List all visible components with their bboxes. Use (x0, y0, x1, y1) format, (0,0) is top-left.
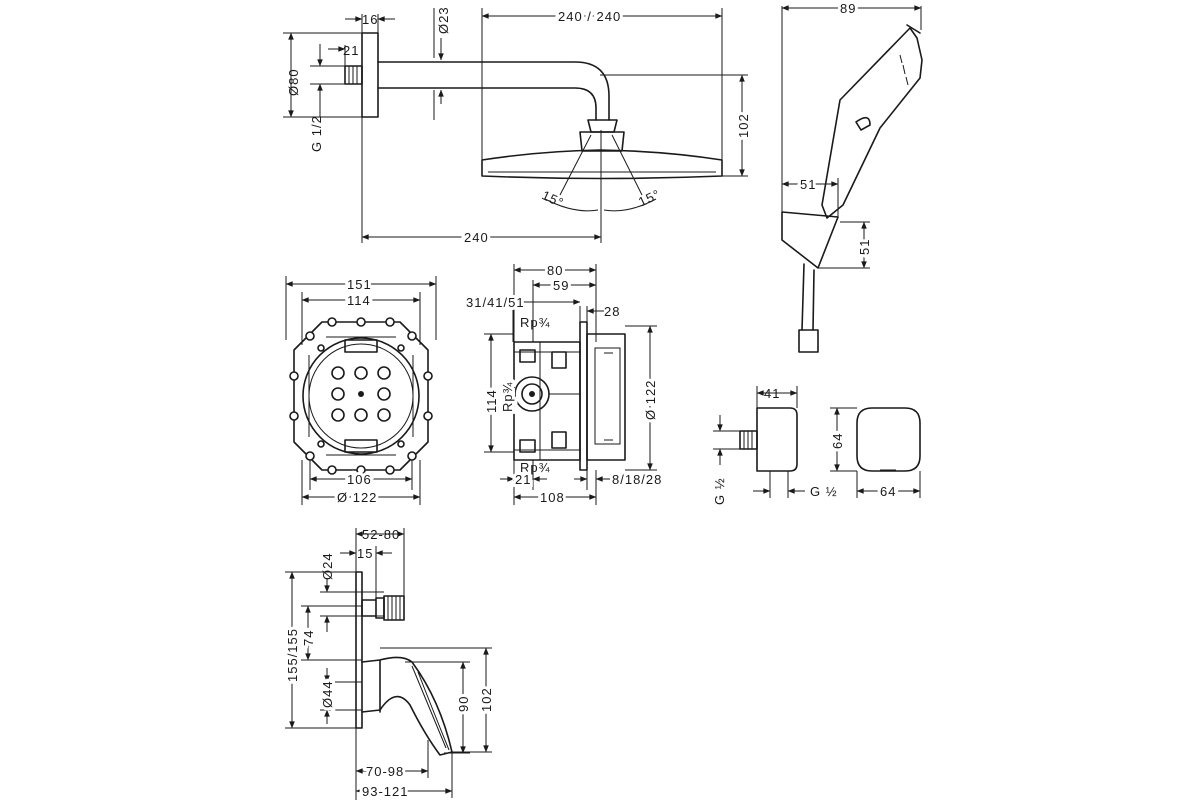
shower-hose (801, 263, 815, 331)
dim-box-side-offset: 21 (515, 472, 531, 487)
dim-outlet-depth: 41 (764, 386, 780, 401)
dim-outlet-thread-right: G ½ (810, 484, 838, 499)
dim-mixer-stem-dia: Ø24 (320, 552, 335, 580)
dim-box-inner: 114 (347, 293, 371, 308)
dim-head-width: 240 / 240 (558, 9, 621, 24)
mixer-stem (361, 597, 385, 619)
dim-arm-thread: G 1/2 (309, 115, 324, 152)
port-bottom: Rp¾ (520, 460, 550, 475)
outlet-side (756, 407, 798, 472)
dim-mixer-total-height: 102 (479, 687, 494, 712)
overhead-shower-view: 16 21 Ø80 G 1/2 Ø23 240 / 240 102 15° 15… (283, 6, 754, 248)
dim-holder-height: 51 (857, 239, 872, 255)
dim-hand-length: 89 (840, 1, 856, 16)
dim-mixer-handle-offset: 74 (301, 630, 316, 646)
dim-outlet-height: 64 (830, 433, 845, 449)
dim-box-outer: 151 (347, 277, 372, 292)
shower-arm (377, 61, 610, 121)
dim-box-total-depth: 108 (540, 490, 565, 505)
dim-box-depth-total: 80 (547, 263, 563, 278)
dim-box-trim-options: 8/18/28 (612, 472, 662, 487)
dim-arm-depth: 16 (362, 12, 378, 27)
shower-head (481, 149, 723, 180)
port-top: Rp¾ (520, 315, 550, 330)
box-side-view: 80 59 31/41/51 28 Rp¾ Rp¾ 114 Rp¾ Ø 122 … (463, 260, 662, 508)
dim-projection: 240 (464, 230, 489, 245)
mixer-plate (355, 571, 363, 729)
dim-box-height: 114 (484, 389, 499, 413)
dim-box-holes: 106 (347, 472, 372, 487)
dim-spray-angle-right: 15° (636, 186, 663, 209)
dim-mixer-handle-dia: Ø44 (320, 680, 335, 708)
dim-arm-offset: 21 (343, 43, 359, 58)
dim-mixer-lever-reach: 70-98 (366, 764, 404, 779)
dim-arm-tube-dia: Ø23 (436, 6, 451, 34)
shower-holder (781, 211, 839, 269)
dim-box-dia: Ø 122 (337, 490, 377, 505)
mixer-lever (361, 656, 453, 756)
box-flange (579, 321, 588, 471)
dim-outlet-thread-left: G ½ (712, 477, 727, 505)
dim-box-depth-inner: 59 (553, 278, 569, 293)
box-front-view: 151 114 106 Ø 122 (285, 274, 437, 508)
port-side: Rp¾ (500, 382, 515, 412)
dim-head-height: 102 (736, 113, 751, 138)
dim-outlet-width: 64 (880, 484, 896, 499)
dim-box-depth-options: 31/41/51 (466, 295, 525, 310)
wall-flange (361, 32, 379, 118)
hand-shower (821, 27, 923, 219)
hand-shower-view: 89 51 51 (781, 0, 923, 353)
dim-mixer-depth-range: 52-80 (362, 527, 400, 542)
wall-connector (344, 65, 363, 85)
wall-outlet-view: 41 64 64 G ½ G ½ (712, 386, 921, 505)
box-ports (331, 366, 391, 422)
dim-mixer-lever-height: 90 (456, 696, 471, 712)
box-cover (586, 333, 626, 461)
dim-box-plaster: 28 (604, 304, 620, 319)
outlet-front (856, 407, 921, 472)
dim-trim-dia: Ø 122 (643, 380, 658, 420)
dim-holder-width: 51 (800, 177, 816, 192)
dim-mixer-total-reach: 93-121 (362, 784, 408, 799)
dim-flange-dia: Ø80 (286, 68, 301, 96)
dim-mixer-stem: 15 (357, 546, 373, 561)
box-ring (302, 337, 420, 455)
dim-mixer-plate-height: 155/155 (285, 628, 300, 682)
box-bolts (289, 317, 433, 475)
mixer-view: 52-80 15 Ø24 155/155 74 Ø44 90 102 70-98… (282, 527, 497, 800)
